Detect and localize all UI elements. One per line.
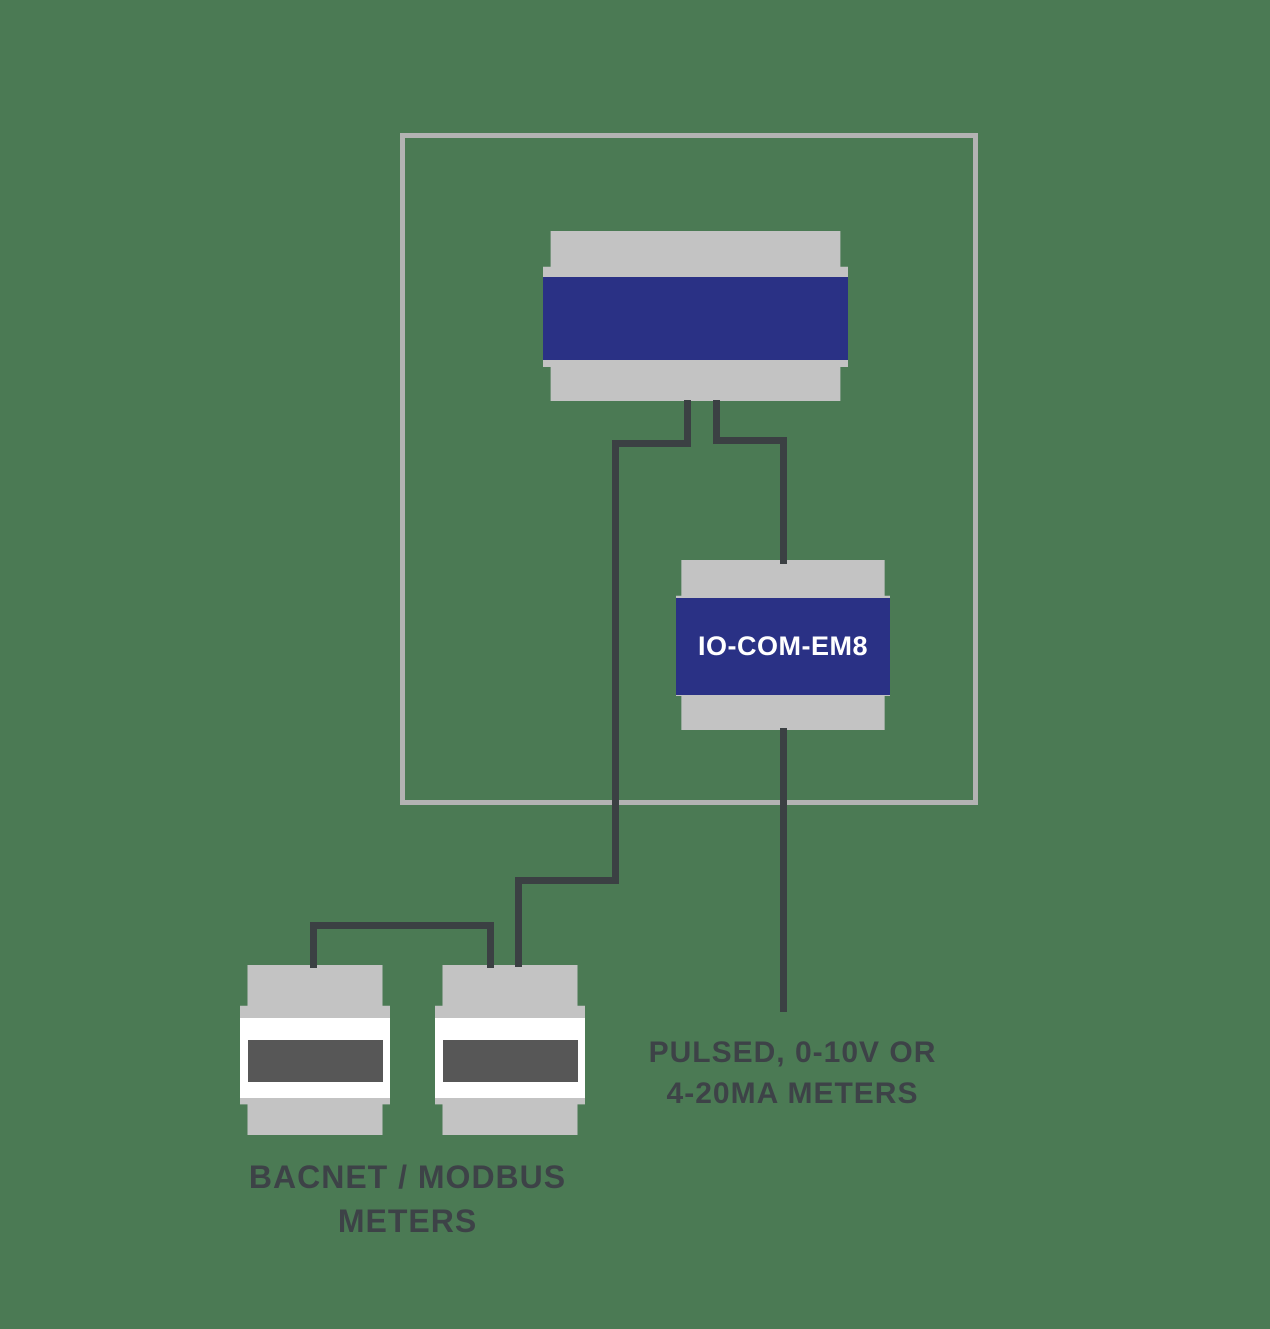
meter-1 <box>240 965 390 1135</box>
meter-1-display-band <box>247 1039 383 1083</box>
wire-controller-right-stub <box>713 400 720 444</box>
wire-io-module-output <box>780 728 787 1012</box>
label-pulsed-meters: PULSED, 0-10V OR 4-20MA METERS <box>620 1032 965 1114</box>
label-bacnet-line2: METERS <box>337 1203 478 1239</box>
enclosure-box <box>400 133 978 805</box>
wire-left-vertical <box>612 440 619 884</box>
wire-right-jog-horizontal <box>713 437 787 444</box>
wire-meter-bracket-top <box>310 922 494 929</box>
label-pulsed-line2: 4-20MA METERS <box>666 1077 919 1110</box>
wire-io-module-feed <box>780 437 787 564</box>
wire-meter-bracket-right <box>487 922 494 968</box>
wire-controller-left-stub <box>684 400 691 447</box>
io-module-label-band: IO-COM-EM8 <box>676 598 890 696</box>
wire-meter-bracket-left <box>310 922 317 968</box>
wire-meter2-drop <box>515 877 522 967</box>
label-pulsed-line1: PULSED, 0-10V OR <box>648 1036 937 1069</box>
controller-device <box>543 231 848 401</box>
io-module-device: IO-COM-EM8 <box>676 560 890 730</box>
wire-left-jog-horizontal <box>612 440 691 447</box>
label-bacnet-meters: BACNET / MODBUS METERS <box>235 1155 580 1243</box>
controller-label-band <box>543 276 848 361</box>
meter-2 <box>435 965 585 1135</box>
label-bacnet-line1: BACNET / MODBUS <box>248 1159 567 1195</box>
wire-left-step-horizontal <box>515 877 619 884</box>
meter-2-display-band <box>442 1039 578 1083</box>
io-module-label: IO-COM-EM8 <box>698 631 868 662</box>
